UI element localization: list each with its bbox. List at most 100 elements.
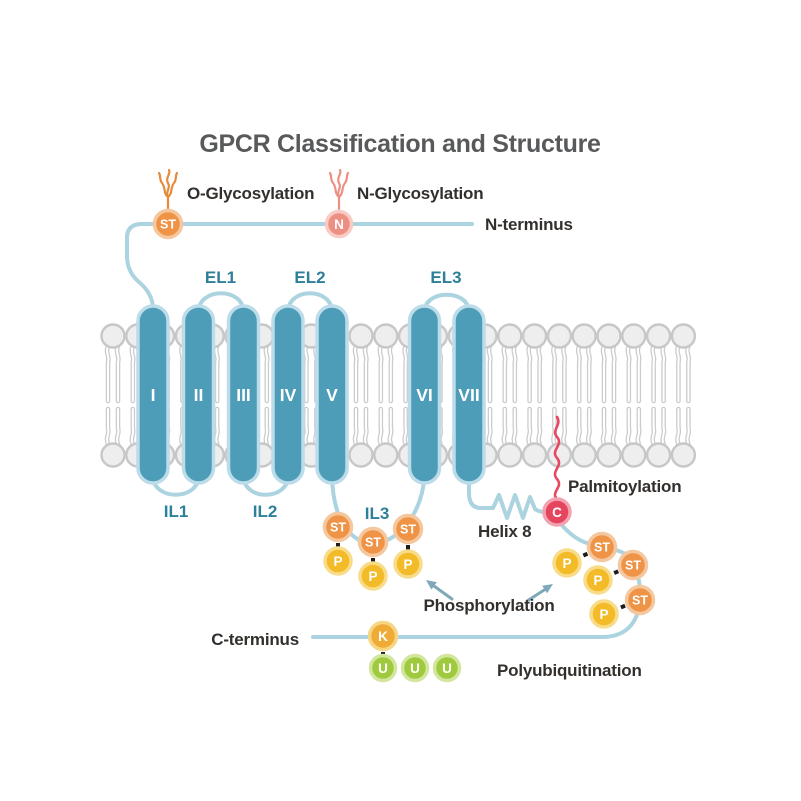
palmitoyl-chain-icon xyxy=(553,415,561,501)
lipid-head xyxy=(621,323,647,349)
svg-text:U: U xyxy=(442,661,452,676)
c-residue-circle xyxy=(542,497,572,527)
helix-numeral: III xyxy=(236,385,251,405)
arrow-left xyxy=(432,584,454,601)
el3-label: EL3 xyxy=(430,268,461,287)
o-glycosylation-label: O-Glycosylation xyxy=(187,184,314,203)
n-glycosylation-label: N-Glycosylation xyxy=(357,184,483,203)
st-residue-circle: ST xyxy=(617,549,649,581)
lipid xyxy=(521,406,548,468)
svg-text:ST: ST xyxy=(330,521,346,535)
lipid xyxy=(596,406,622,468)
c-residue-label: C xyxy=(552,505,562,520)
c-terminus-label: C-terminus xyxy=(211,630,299,649)
svg-text:ST: ST xyxy=(400,523,416,537)
helix-I: I xyxy=(136,304,170,485)
polyubiquitination-label: Polyubiquitination xyxy=(497,661,642,680)
lipid-head xyxy=(645,442,672,468)
svg-text:ST: ST xyxy=(365,536,381,550)
lipid xyxy=(670,323,697,404)
phosphorylation-arrows xyxy=(426,580,553,603)
svg-text:ST: ST xyxy=(594,541,610,555)
lipid-head xyxy=(546,323,573,349)
lipid xyxy=(348,323,374,404)
lipid xyxy=(521,323,548,404)
il2-label: IL2 xyxy=(253,502,278,521)
lipid xyxy=(546,323,573,404)
lipid xyxy=(497,323,523,404)
lipid xyxy=(571,406,597,468)
helix-numeral: IV xyxy=(280,385,297,405)
il1-label: IL1 xyxy=(164,502,189,521)
lipid xyxy=(373,406,399,468)
lipid-head xyxy=(373,323,399,349)
n-terminus-line xyxy=(125,222,474,311)
phospho-link xyxy=(597,563,634,582)
phosphate-circle: P xyxy=(589,599,619,629)
lipid xyxy=(621,406,647,468)
lipid xyxy=(621,323,647,404)
lipid-head xyxy=(670,442,697,468)
palmitoylation-label: Palmitoylation xyxy=(568,477,681,496)
helix-VII: VII xyxy=(452,304,486,485)
st-residue-circle: ST xyxy=(586,531,618,563)
phosphate-circle: P xyxy=(358,561,388,591)
lipid xyxy=(100,406,126,468)
diagram-title: GPCR Classification and Structure xyxy=(199,130,601,158)
lipid-head xyxy=(521,442,548,468)
lipid xyxy=(348,406,374,468)
svg-text:K: K xyxy=(378,629,388,644)
helix-numeral: VI xyxy=(416,385,433,405)
ubiquitin-circle: U xyxy=(400,653,430,683)
helix-numeral: V xyxy=(326,385,338,405)
svg-text:U: U xyxy=(378,661,388,676)
lipid-head xyxy=(100,323,126,349)
loop-labels: EL1 EL2 EL3 IL1 IL2 IL3 xyxy=(164,268,462,523)
ubiquitin-circle: U xyxy=(432,653,462,683)
lipid xyxy=(373,323,399,404)
lipid-head xyxy=(348,442,374,468)
n-glycosylation-site: N xyxy=(324,209,354,239)
helix-II: II xyxy=(181,304,216,485)
lipid-head xyxy=(571,442,597,468)
svg-text:ST: ST xyxy=(625,559,641,573)
phosphate-circle: P xyxy=(552,548,582,578)
lipid-head xyxy=(670,323,697,349)
n-residue-label: N xyxy=(334,217,344,232)
lipid xyxy=(645,406,672,468)
el1-label: EL1 xyxy=(205,268,236,287)
ubiquitin-circle: U xyxy=(368,653,398,683)
st-residue-label: ST xyxy=(160,218,176,232)
n-residue-circle xyxy=(324,209,354,239)
helix-VI: VI xyxy=(407,304,442,485)
el2-label: EL2 xyxy=(294,268,325,287)
lipid-head xyxy=(497,442,523,468)
lipid-head xyxy=(497,323,523,349)
lipid-head xyxy=(621,442,647,468)
lipid-head xyxy=(571,323,597,349)
lipid xyxy=(670,406,697,468)
o-glycan-icon xyxy=(157,168,179,211)
phosphate-circle: P xyxy=(583,565,613,595)
svg-text:P: P xyxy=(368,569,377,584)
svg-text:P: P xyxy=(599,607,608,622)
n-terminus-label: N-terminus xyxy=(485,215,573,234)
helix-numeral: I xyxy=(151,385,156,405)
lipid-head xyxy=(645,323,672,349)
lipid-head xyxy=(348,323,374,349)
n-glycan-icon xyxy=(328,168,350,211)
lipid xyxy=(596,323,622,404)
lipid xyxy=(546,406,573,468)
lipid xyxy=(497,406,523,468)
lipid-head xyxy=(100,442,126,468)
il3-label: IL3 xyxy=(365,504,390,523)
lipid-head xyxy=(373,442,399,468)
k-residue-circle: K xyxy=(367,620,399,652)
helix-V: V xyxy=(315,304,349,485)
helix-numeral: II xyxy=(194,385,204,405)
lipid-head xyxy=(596,323,622,349)
st-residue-circle xyxy=(152,208,184,240)
